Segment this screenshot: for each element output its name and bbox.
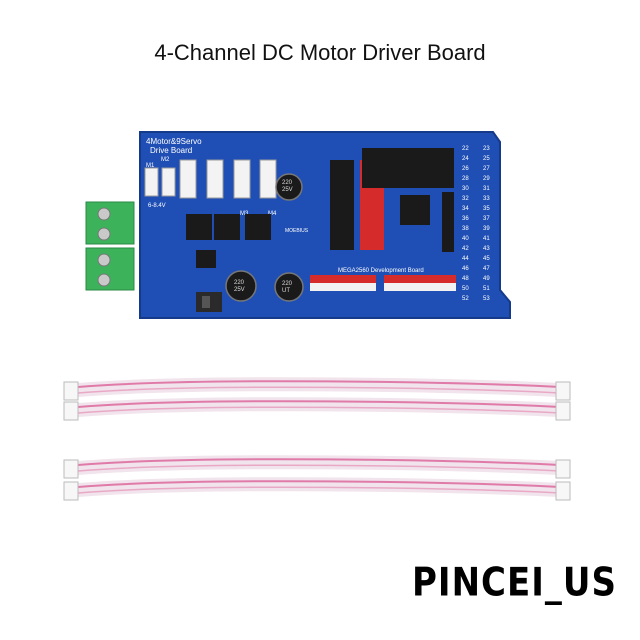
screw-terminal-top xyxy=(85,201,135,245)
board-name-line2: Drive Board xyxy=(150,146,192,155)
svg-text:28: 28 xyxy=(462,176,469,182)
svg-text:46: 46 xyxy=(462,266,469,272)
driver-chips xyxy=(186,214,271,268)
svg-text:25: 25 xyxy=(483,156,490,162)
capacitor-top: 220 25V xyxy=(275,173,303,201)
svg-text:53: 53 xyxy=(483,296,490,302)
pin-numbers: 22 24 26 28 30 32 34 36 38 40 42 44 46 4… xyxy=(462,146,490,302)
motor-label-m1: M1 xyxy=(146,163,155,169)
svg-text:35: 35 xyxy=(483,206,490,212)
svg-text:26: 26 xyxy=(462,166,469,172)
motor-label-m3: M3 xyxy=(240,211,249,217)
svg-text:220: 220 xyxy=(282,281,293,287)
capacitor-left: 220 25V xyxy=(225,270,257,302)
svg-text:37: 37 xyxy=(483,216,490,222)
svg-text:41: 41 xyxy=(483,236,490,242)
motor-label-m2: M2 xyxy=(161,157,170,163)
board-name-line1: 4Motor&9Servo xyxy=(146,137,202,146)
svg-text:UT: UT xyxy=(282,288,290,294)
svg-text:32: 32 xyxy=(462,196,469,202)
svg-text:22: 22 xyxy=(462,146,469,152)
svg-text:51: 51 xyxy=(483,286,490,292)
svg-text:40: 40 xyxy=(462,236,469,242)
svg-text:49: 49 xyxy=(483,276,490,282)
dev-board-label: MEGA2560 Development Board xyxy=(338,268,424,274)
svg-text:50: 50 xyxy=(462,286,469,292)
moebius-logo: MOEBIUS xyxy=(285,228,309,234)
svg-text:39: 39 xyxy=(483,226,490,232)
screw-terminal-bottom xyxy=(85,247,135,291)
svg-text:24: 24 xyxy=(462,156,469,162)
page-title: 4-Channel DC Motor Driver Board xyxy=(154,40,486,65)
svg-text:29: 29 xyxy=(483,176,490,182)
svg-text:25V: 25V xyxy=(282,187,293,193)
voltage-label: 6-8.4V xyxy=(148,203,166,209)
svg-text:23: 23 xyxy=(483,146,490,152)
svg-text:43: 43 xyxy=(483,246,490,252)
svg-text:38: 38 xyxy=(462,226,469,232)
ribbon-cable-2 xyxy=(63,397,571,421)
svg-text:44: 44 xyxy=(462,256,469,262)
svg-text:52: 52 xyxy=(462,296,469,302)
svg-text:30: 30 xyxy=(462,186,469,192)
svg-text:25V: 25V xyxy=(234,287,245,293)
black-header-right xyxy=(362,148,454,252)
motor-connectors xyxy=(144,159,277,199)
svg-text:33: 33 xyxy=(483,196,490,202)
capacitor-right: 220 UT xyxy=(274,272,304,302)
brand-logo: PINCEI_US xyxy=(412,560,617,606)
ribbon-cable-1 xyxy=(63,377,571,401)
ribbon-cable-4 xyxy=(63,477,571,501)
svg-text:47: 47 xyxy=(483,266,490,272)
svg-text:31: 31 xyxy=(483,186,490,192)
bottom-header-rows xyxy=(310,275,456,291)
svg-text:42: 42 xyxy=(462,246,469,252)
motor-label-m4: M4 xyxy=(268,211,277,217)
svg-text:220: 220 xyxy=(282,180,293,186)
motor-driver-board: 4Motor&9Servo Drive Board M1 M2 M3 M4 6-… xyxy=(139,131,511,319)
svg-text:27: 27 xyxy=(483,166,490,172)
svg-text:45: 45 xyxy=(483,256,490,262)
svg-text:34: 34 xyxy=(462,206,469,212)
ribbon-cable-3 xyxy=(63,455,571,479)
svg-text:220: 220 xyxy=(234,280,245,286)
svg-text:36: 36 xyxy=(462,216,469,222)
svg-text:48: 48 xyxy=(462,276,469,282)
